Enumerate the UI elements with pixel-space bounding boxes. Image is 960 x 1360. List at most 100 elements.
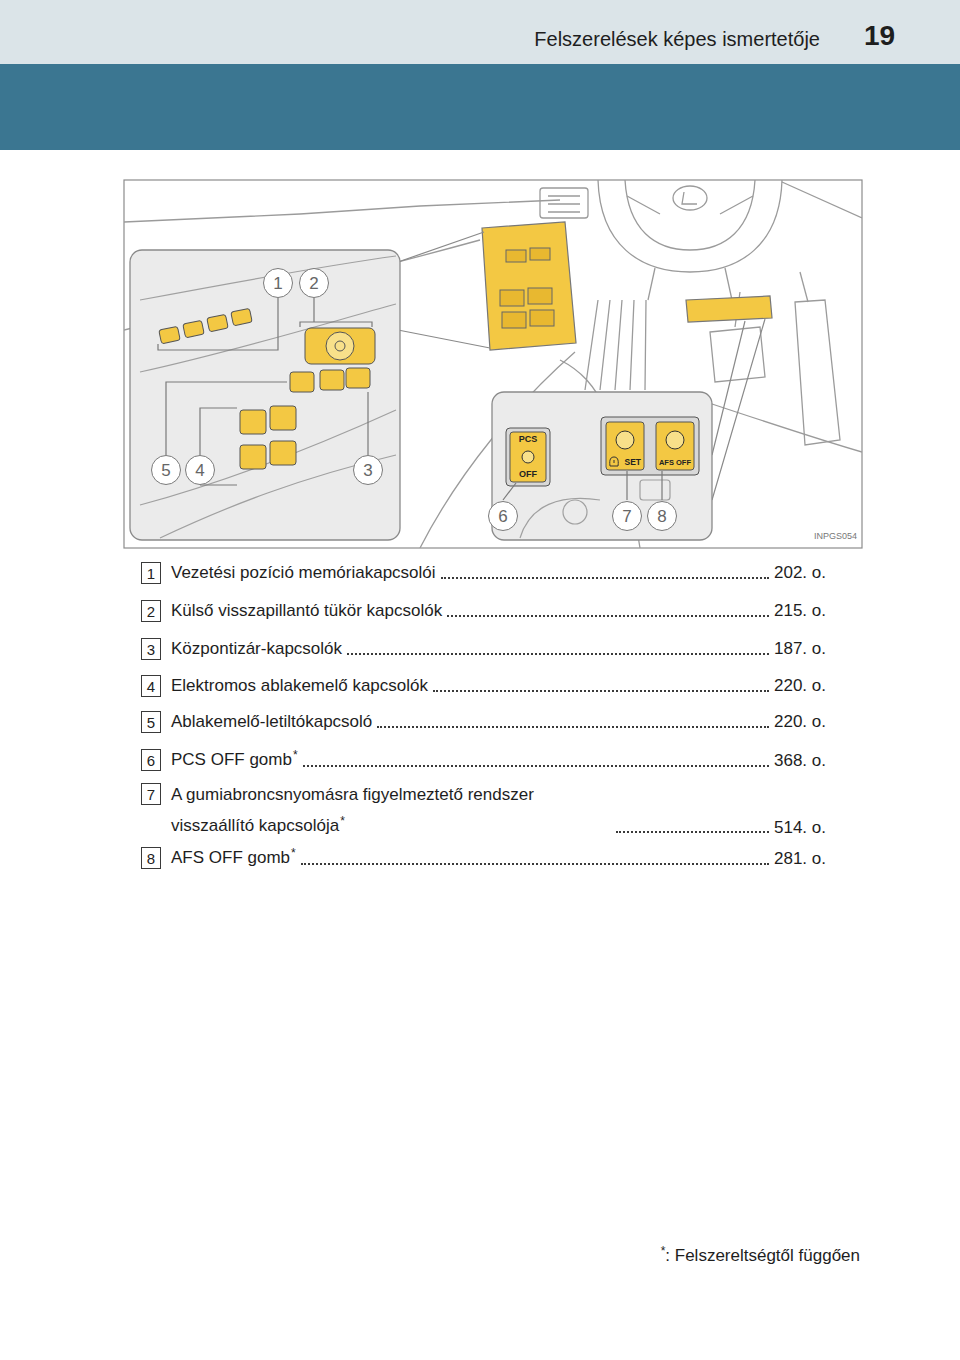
door-trim bbox=[140, 256, 396, 538]
window-switch bbox=[240, 445, 266, 469]
window-lock-switch bbox=[290, 372, 314, 392]
leader-line bbox=[158, 298, 278, 350]
footnote: *: Felszereltségtől függően bbox=[660, 1246, 860, 1266]
entry-label: Elektromos ablakemelő kapcsolók bbox=[171, 676, 428, 695]
number-text: 4 bbox=[147, 679, 155, 694]
afs-button bbox=[656, 422, 694, 470]
inset-pointer bbox=[712, 319, 765, 500]
dashboard-line bbox=[124, 200, 560, 222]
entry-text: Elektromos ablakemelő kapcsolók bbox=[171, 675, 428, 697]
tire-icon bbox=[610, 457, 619, 466]
door-switch-highlight bbox=[482, 222, 576, 350]
mirror-switch bbox=[305, 328, 375, 364]
number-text: 3 bbox=[147, 642, 155, 657]
door-lock-switch bbox=[320, 370, 344, 390]
page-heading: Felszerelések képes ismertetője bbox=[534, 28, 820, 51]
mirror-knob-center bbox=[335, 341, 345, 351]
page-reference: 215. o. bbox=[774, 600, 826, 622]
leader-lines bbox=[158, 298, 372, 485]
number-text: 7 bbox=[147, 787, 155, 802]
memory-button bbox=[159, 326, 180, 344]
wheel-spoke bbox=[627, 196, 753, 214]
dot-leader bbox=[347, 653, 769, 655]
button-label: AFS OFF bbox=[659, 459, 691, 467]
brake-pedal bbox=[710, 327, 765, 382]
dot-leader bbox=[433, 690, 769, 692]
button-label: OFF bbox=[519, 470, 537, 479]
figure-frame bbox=[124, 180, 862, 548]
number-text: 6 bbox=[147, 753, 155, 768]
entry-text: Központizár-kapcsolók bbox=[171, 638, 342, 660]
lower-panel-highlight bbox=[686, 296, 772, 322]
entry-label: Ablakemelő-letiltókapcsoló bbox=[171, 712, 372, 731]
callout-number: 5 bbox=[151, 455, 181, 485]
accelerator-pedal bbox=[795, 300, 840, 445]
leader-line bbox=[503, 483, 516, 500]
page-reference: 281. o. bbox=[774, 848, 826, 870]
lever-housing bbox=[640, 480, 670, 500]
item-number: 7 bbox=[141, 783, 161, 805]
cockpit-drawing bbox=[124, 180, 862, 548]
wheel-logo-mark bbox=[682, 192, 697, 204]
dot-leader bbox=[301, 863, 769, 865]
button-housing bbox=[506, 428, 550, 486]
number-text: 5 bbox=[147, 715, 155, 730]
lower-inset bbox=[492, 392, 712, 540]
panel-line bbox=[520, 498, 600, 538]
switch bbox=[530, 310, 554, 326]
button-face: AFS OFF bbox=[656, 422, 694, 470]
number-text: 8 bbox=[657, 508, 666, 525]
item-number: 5 bbox=[141, 711, 161, 733]
switch bbox=[530, 248, 550, 260]
tpws-button bbox=[606, 422, 644, 470]
entry-text: Külső visszapillantó tükör kapcsolók bbox=[171, 600, 442, 622]
entry-label: PCS OFF gomb bbox=[171, 750, 292, 769]
inset-pointer bbox=[398, 232, 490, 348]
list-entry: AFS OFF gomb*281. o. bbox=[171, 847, 826, 870]
dot-leader bbox=[303, 765, 769, 767]
leader-line bbox=[300, 298, 372, 327]
steering-wheel bbox=[598, 180, 782, 272]
button-label: SET bbox=[624, 458, 641, 467]
header-band bbox=[0, 0, 960, 64]
callout-number: 8 bbox=[647, 501, 677, 531]
entry-label: Vezetési pozíció memóriakapcsolói bbox=[171, 563, 436, 582]
door-inset bbox=[130, 250, 400, 540]
dot-leader bbox=[377, 726, 769, 728]
vent-slats bbox=[548, 196, 580, 212]
dot-leader bbox=[447, 615, 769, 617]
figure-code: INPGS054 bbox=[812, 531, 859, 541]
callout-number: 2 bbox=[299, 268, 329, 298]
number-text: 1 bbox=[273, 275, 282, 292]
footnote-mark: * bbox=[291, 846, 296, 860]
window-switch bbox=[270, 441, 296, 465]
item-number: 2 bbox=[141, 600, 161, 622]
floor-line bbox=[700, 400, 862, 452]
button-face: PCSOFF bbox=[510, 432, 546, 482]
switch bbox=[500, 290, 524, 306]
trim-line bbox=[140, 410, 396, 505]
trim-line bbox=[140, 256, 396, 300]
callout-number: 6 bbox=[488, 501, 518, 531]
door-switch-detail bbox=[500, 248, 554, 328]
mirror-knob bbox=[326, 332, 354, 360]
page-reference: 220. o. bbox=[774, 675, 826, 697]
leader-line bbox=[367, 392, 368, 455]
switch bbox=[502, 312, 526, 328]
leader-line bbox=[166, 382, 287, 455]
window-switch bbox=[270, 406, 296, 430]
dot-leader bbox=[441, 577, 769, 579]
list-entry: A gumiabroncsnyomásra figyelmeztető rend… bbox=[171, 779, 826, 843]
steering-column bbox=[648, 268, 732, 300]
button-face: SET bbox=[606, 422, 644, 470]
list-entry: Elektromos ablakemelő kapcsolók 220. o. bbox=[171, 675, 826, 697]
callout-number: 7 bbox=[612, 501, 642, 531]
page-reference: 187. o. bbox=[774, 638, 826, 660]
number-text: 3 bbox=[363, 462, 372, 479]
item-number: 3 bbox=[141, 638, 161, 660]
button-indicator bbox=[522, 451, 534, 463]
dot-leader bbox=[616, 831, 769, 833]
footnote-text: : Felszereltségtől függően bbox=[665, 1246, 860, 1265]
vent bbox=[540, 188, 588, 218]
